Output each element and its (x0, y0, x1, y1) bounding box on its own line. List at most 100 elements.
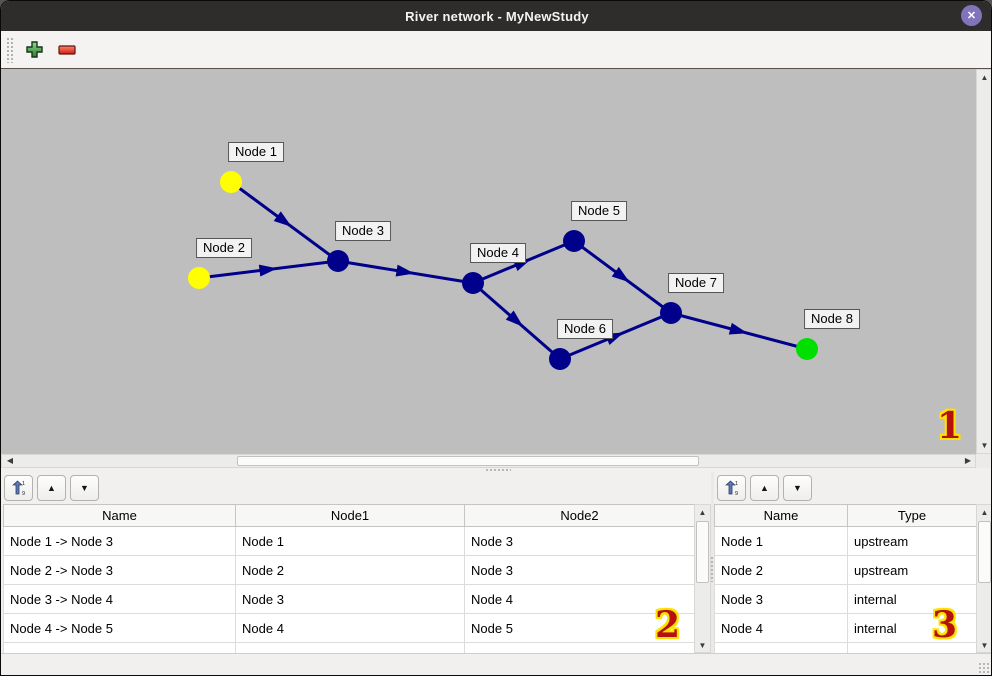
main-toolbar (1, 31, 991, 69)
move-down-button[interactable]: ▼ (783, 475, 812, 501)
remove-button[interactable] (54, 37, 80, 63)
table-cell[interactable]: internal (847, 584, 977, 614)
node-label[interactable]: Node 6 (557, 319, 613, 339)
add-button[interactable] (21, 37, 47, 63)
node-label[interactable]: Node 8 (804, 309, 860, 329)
node-circle-upstream[interactable] (188, 267, 210, 289)
table-cell[interactable]: Node 5 (464, 613, 695, 643)
node-label[interactable]: Node 5 (571, 201, 627, 221)
table-cell[interactable]: Node 4 (464, 584, 695, 614)
canvas-horizontal-scrollbar[interactable]: ◀ ▶ (1, 454, 976, 468)
table-cell[interactable]: Node 2 (235, 555, 465, 585)
table-row[interactable] (3, 642, 695, 653)
scroll-up-icon[interactable]: ▲ (698, 508, 707, 517)
network-canvas[interactable]: Node 1 Node 2 Node 3 Node 4 Node 5 Node 6 Node… (1, 69, 976, 454)
node-circle-downstream[interactable] (796, 338, 818, 360)
table-cell[interactable] (847, 642, 977, 653)
flow-arrow-icon (611, 266, 630, 283)
table-cell[interactable]: Node 2 -> Node 3 (3, 555, 236, 585)
column-header[interactable]: Name (714, 504, 848, 527)
table-cell[interactable]: internal (847, 613, 977, 643)
svg-text:9: 9 (22, 491, 25, 496)
node-circle-internal[interactable] (660, 302, 682, 324)
horizontal-splitter[interactable] (1, 468, 991, 472)
table-cell[interactable] (3, 642, 236, 653)
column-header[interactable]: Node2 (464, 504, 695, 527)
table-row[interactable] (714, 642, 977, 653)
red-minus-icon (58, 44, 76, 55)
table-cell[interactable]: Node 3 (714, 584, 848, 614)
node-label[interactable]: Node 7 (668, 273, 724, 293)
node-circle-internal[interactable] (549, 348, 571, 370)
node-circle-internal[interactable] (563, 230, 585, 252)
table-cell[interactable]: Node 4 (235, 613, 465, 643)
table-cell[interactable]: Node 1 -> Node 3 (3, 526, 236, 556)
table-cell[interactable]: Node 1 (235, 526, 465, 556)
node-label[interactable]: Node 1 (228, 142, 284, 162)
toolbar-drag-handle-icon[interactable] (6, 36, 13, 63)
node-label[interactable]: Node 2 (196, 238, 252, 258)
table-cell[interactable]: upstream (847, 526, 977, 556)
table-cell[interactable]: Node 3 (464, 555, 695, 585)
scroll-right-icon[interactable]: ▶ (964, 456, 972, 465)
column-header[interactable]: Name (3, 504, 236, 527)
column-header[interactable]: Type (847, 504, 977, 527)
table-cell[interactable] (714, 642, 848, 653)
node-circle-upstream[interactable] (220, 171, 242, 193)
resize-grip-icon[interactable] (978, 662, 989, 673)
node-label[interactable]: Node 3 (335, 221, 391, 241)
table-cell[interactable]: Node 3 -> Node 4 (3, 584, 236, 614)
move-up-button[interactable]: ▲ (37, 475, 66, 501)
reaches-scrollbar[interactable]: ▲ ▼ (694, 504, 711, 653)
nodes-scrollbar[interactable]: ▲ ▼ (976, 504, 991, 653)
sort-rows-button[interactable]: 1 9 (717, 475, 746, 501)
column-header[interactable]: Node1 (235, 504, 465, 527)
node-label[interactable]: Node 4 (470, 243, 526, 263)
svg-text:1: 1 (22, 481, 25, 487)
flow-arrow-icon (505, 310, 524, 327)
scroll-down-icon[interactable]: ▼ (698, 641, 707, 650)
titlebar[interactable]: River network - MyNewStudy ✕ (1, 1, 991, 31)
table-cell[interactable]: Node 4 (714, 613, 848, 643)
flow-arrow-icon (258, 264, 278, 277)
up-triangle-icon: ▲ (760, 483, 769, 493)
scroll-up-icon[interactable]: ▲ (980, 508, 989, 517)
panel-splitter-handle-icon[interactable] (710, 556, 714, 582)
scroll-down-icon[interactable]: ▼ (980, 641, 989, 650)
table-cell[interactable] (235, 642, 465, 653)
sort-rows-button[interactable]: 1 9 (4, 475, 33, 501)
vertical-scroll-thumb[interactable] (696, 521, 709, 583)
scroll-down-icon[interactable]: ▼ (980, 441, 989, 450)
scroll-up-icon[interactable]: ▲ (980, 73, 989, 82)
move-up-button[interactable]: ▲ (750, 475, 779, 501)
table-cell[interactable] (464, 642, 695, 653)
table-cell[interactable]: Node 1 (714, 526, 848, 556)
table-cell[interactable]: Node 4 -> Node 5 (3, 613, 236, 643)
close-button[interactable]: ✕ (961, 5, 982, 26)
table-cell[interactable]: Node 2 (714, 555, 848, 585)
scroll-left-icon[interactable]: ◀ (6, 456, 14, 465)
table-cell[interactable]: upstream (847, 555, 977, 585)
table-cell[interactable]: Node 3 (235, 584, 465, 614)
splitter-handle-icon[interactable] (485, 468, 511, 472)
canvas-vertical-scrollbar[interactable]: ▲ ▼ (976, 69, 991, 454)
move-down-button[interactable]: ▼ (70, 475, 99, 501)
vertical-scroll-thumb[interactable] (978, 521, 991, 583)
node-circle-internal[interactable] (327, 250, 349, 272)
network-svg (188, 171, 818, 370)
horizontal-scroll-thumb[interactable] (237, 456, 699, 466)
node-circle-internal[interactable] (462, 272, 484, 294)
table-cell[interactable]: Node 3 (464, 526, 695, 556)
